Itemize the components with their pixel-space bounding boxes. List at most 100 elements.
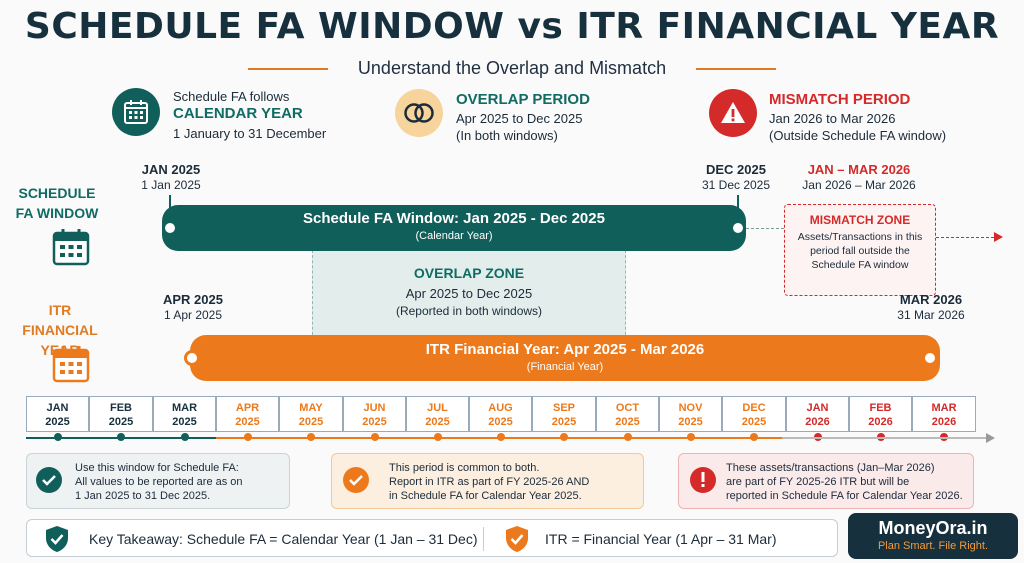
fa-note-line2: All values to be reported are as on [75,476,243,488]
itr-start-label: APR 2025 1 Apr 2025 [160,292,226,323]
subtitle-rule-right [696,68,776,70]
fa-note-line3: 1 Jan 2025 to 31 Dec 2025. [75,490,211,502]
takeaway-itr: ITR = Financial Year (1 Apr – 31 Mar) [545,531,777,547]
mismatch-zone-title: MISMATCH ZONE [809,213,911,227]
fa-start-month: JAN 2025 [141,162,201,177]
overlap-note-line2: Report in ITR as part of FY 2025-26 AND [389,476,590,488]
overlap-note: This period is common to both. Report in… [331,453,644,509]
month-label: JAN [806,402,829,414]
fa-end-stem [737,195,739,213]
month-year: 2025 [45,416,70,428]
calendar-icon [52,228,90,271]
month-cell: NOV 2025 [659,396,722,432]
month-year: 2025 [235,416,260,428]
overlap-note-line3: in Schedule FA for Calendar Year 2025. [389,490,582,502]
fa-note-line1: Use this window for Schedule FA: [75,462,239,474]
checkmark-icon [343,467,369,493]
takeaway-divider [483,527,484,551]
month-label: JUL [427,402,448,414]
overlap-info-heading: OVERLAP PERIOD [456,91,590,108]
overlap-rings-icon [395,89,443,137]
month-cell: APR 2025 [216,396,279,432]
mismatch-zone-text: Assets/Transactions in this period fall … [797,231,923,271]
overlap-zone-line1: Apr 2025 to Dec 2025 [405,286,533,301]
month-cell: FEB 2025 [89,396,153,432]
overlap-zone-title: OVERLAP ZONE [413,265,525,281]
month-label: JUN [363,402,386,414]
month-year: 2025 [678,416,703,428]
overlap-note-line1: This period is common to both. [389,462,540,474]
mismatch-head-month: JAN – MAR 2026 [807,162,911,177]
month-label: JAN [46,402,69,414]
fa-start-stem [169,195,171,213]
mismatch-note: These assets/transactions (Jan–Mar 2026)… [678,453,974,509]
month-year: 2025 [362,416,387,428]
mismatch-note-line3: reported in Schedule FA for Calendar Yea… [726,490,963,502]
itr-end-date: 31 Mar 2026 [897,308,965,322]
fa-end-label: DEC 2025 31 Dec 2025 [698,162,774,193]
month-label: AUG [488,402,513,414]
key-takeaway-bar: Key Takeaway: Schedule FA = Calendar Yea… [26,519,838,557]
timeline-axis-orange [216,437,782,439]
month-cell: MAR 2025 [153,396,216,432]
takeaway-schedule-fa: Key Takeaway: Schedule FA = Calendar Yea… [89,531,478,547]
month-year: 2026 [868,416,893,428]
fa-dashed-connector [746,228,784,229]
shield-check-icon [45,525,69,558]
timeline-axis-teal [26,437,216,439]
itr-start-date: 1 Apr 2025 [163,308,223,322]
exclamation-icon [690,467,716,493]
overlap-info-line1: Apr 2025 to Dec 2025 [456,111,583,126]
warning-icon [709,89,757,137]
itr-end-month: MAR 2026 [899,292,963,307]
fa-end-month: DEC 2025 [706,162,766,177]
overlap-zone [312,250,626,340]
month-year: 2025 [298,416,324,428]
month-year: 2025 [108,416,134,428]
month-year: 2025 [425,416,450,428]
brand-tagline: Plan Smart. File Right. [877,540,989,552]
schedule-fa-note: Use this window for Schedule FA: All val… [26,453,290,509]
month-cell: JUL 2025 [406,396,469,432]
month-label: APR [235,402,260,414]
month-year: 2025 [615,416,640,428]
page-subtitle: Understand the Overlap and Mismatch [357,58,667,78]
calendar-icon [112,88,160,136]
mismatch-zone: MISMATCH ZONE Assets/Transactions in thi… [784,204,936,296]
overlap-info-line2: (In both windows) [456,128,558,143]
mismatch-head-date: Jan 2026 – Mar 2026 [802,178,916,192]
brand-logo: MoneyOra.in Plan Smart. File Right. [848,513,1018,559]
month-cell: FEB 2026 [849,396,912,432]
month-label: NOV [678,402,703,414]
month-label: MAR [171,402,198,414]
month-label: FEB [110,402,132,414]
itr-end-marker [922,350,938,366]
mismatch-info-heading: MISMATCH PERIOD [769,91,911,108]
itr-fy-bar-title: ITR Financial Year: Apr 2025 - Mar 2026 [425,341,705,358]
month-label: SEP [552,402,575,414]
page-title: SCHEDULE FA WINDOW vs ITR FINANCIAL YEAR [24,6,1000,47]
month-label: FEB [869,402,892,414]
fa-start-label: JAN 2025 1 Jan 2025 [140,162,202,193]
month-cell: AUG 2025 [469,396,532,432]
schedule-fa-label: SCHEDULE FA WINDOW [15,185,99,221]
month-cell: JAN 2025 [26,396,89,432]
mismatch-note-line1: These assets/transactions (Jan–Mar 2026) [726,462,935,474]
month-label: OCT [615,402,640,414]
calendar-info-line1: Schedule FA follows [173,89,290,104]
mismatch-dashed-arrow-line [936,237,994,238]
month-year: 2025 [488,416,513,428]
month-label: MAY [299,402,323,414]
month-cell: JUN 2025 [343,396,406,432]
itr-start-month: APR 2025 [163,292,223,307]
month-year: 2025 [741,416,767,428]
mismatch-info-line2: (Outside Schedule FA window) [769,128,947,143]
month-cell: OCT 2025 [596,396,659,432]
month-year: 2025 [172,416,197,428]
month-label: MAR [931,402,957,414]
overlap-zone-line2: (Reported in both windows) [395,304,543,318]
